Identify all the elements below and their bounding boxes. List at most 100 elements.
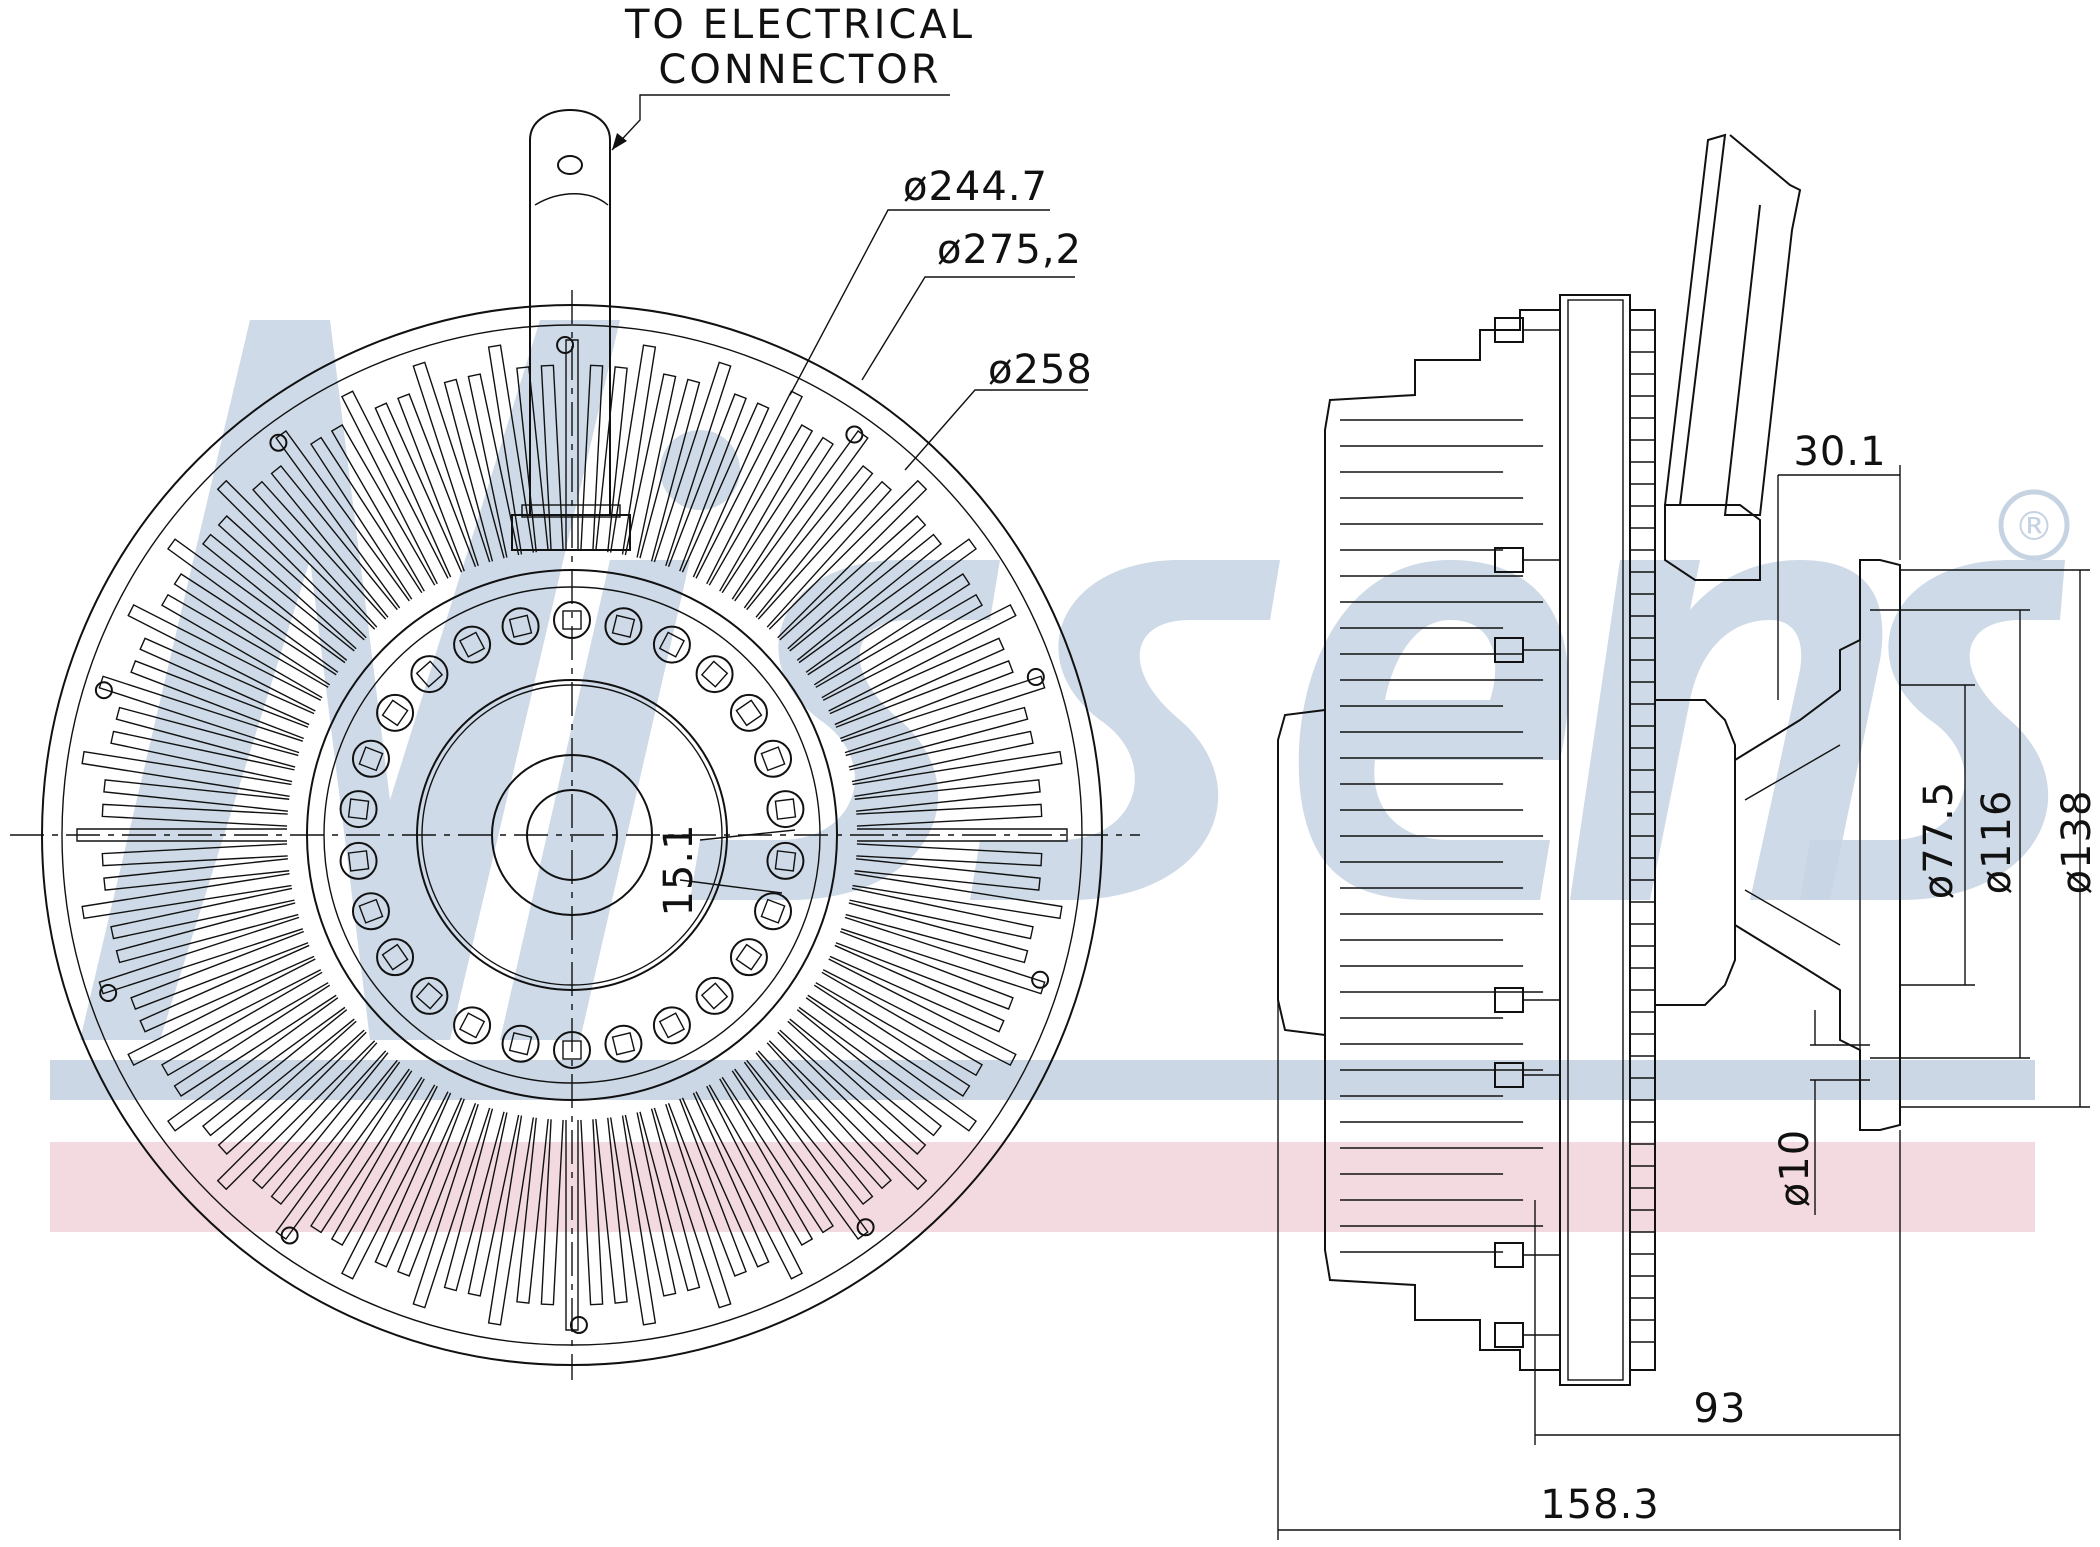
fin [310, 1070, 423, 1234]
registered-trademark-icon: ® [1998, 489, 2070, 561]
fin [849, 887, 1034, 940]
fin [443, 1108, 505, 1292]
fin [217, 515, 365, 650]
electrical-connector [511, 109, 631, 551]
mounting-hole [269, 433, 288, 452]
fin [310, 436, 423, 600]
fin [789, 1009, 943, 1137]
fin [708, 424, 814, 592]
fin [721, 1070, 834, 1234]
front-view: TO ELECTRICAL CONNECTOR ø244.7 ø275,2 ø2… [10, 2, 1140, 1380]
bolt-hex [381, 943, 409, 971]
bolt-hex [774, 798, 797, 820]
fin [852, 750, 1063, 798]
fin [110, 730, 295, 783]
bolt-hex [508, 1032, 533, 1056]
fin [167, 538, 346, 673]
fin [708, 1078, 814, 1246]
fin [854, 858, 1041, 891]
mounting-hole [280, 1226, 299, 1245]
fin [201, 1009, 355, 1137]
mounting-holes [94, 336, 1050, 1334]
dim-len158: 158.3 [1540, 1482, 1660, 1528]
fin [270, 1052, 398, 1206]
fin [746, 1052, 874, 1206]
fin [467, 373, 520, 558]
watermark-red-stripe [50, 1142, 2035, 1232]
cable-left-edge [1663, 133, 1727, 506]
svg-text:®: ® [2014, 504, 2054, 550]
fin [130, 660, 309, 740]
fin [681, 1092, 770, 1268]
fin [667, 393, 747, 572]
fin [397, 393, 477, 572]
fin [746, 464, 874, 618]
fin [829, 944, 1005, 1033]
bolt-hex [700, 660, 729, 688]
fin [217, 1020, 365, 1155]
fin [252, 480, 387, 628]
fin [852, 872, 1063, 920]
fin [139, 944, 315, 1033]
fin [695, 390, 804, 585]
mounting-hole [856, 1218, 875, 1237]
dim-d138: ø138 [2054, 790, 2100, 895]
dim-offset: 15.1 [656, 823, 702, 916]
fin [130, 930, 309, 1010]
fin [167, 997, 346, 1132]
fin [467, 1112, 520, 1297]
fin [270, 464, 398, 618]
side-bolts [1494, 317, 1560, 1348]
fin [595, 1117, 628, 1304]
leader-offset-b [679, 879, 783, 894]
mounting-hole [845, 425, 864, 444]
bolt-head [695, 976, 734, 1015]
fin [639, 1108, 701, 1292]
bolt-head [376, 938, 415, 977]
cooling-fins [76, 339, 1068, 1331]
fin [624, 373, 677, 558]
side-fins [1340, 329, 1655, 1343]
fin [829, 637, 1005, 726]
fin [216, 1031, 376, 1191]
bolt-hex [735, 943, 763, 971]
fin [540, 364, 564, 551]
fin [789, 533, 943, 661]
mounting-hole [569, 1315, 588, 1334]
side-view: 30.1 ø138 ø116 ø77.5 ø10 93 158.3 [1277, 133, 2100, 1540]
fin [835, 930, 1014, 1010]
fin [516, 1117, 549, 1304]
bolt-head [351, 892, 390, 931]
fin [807, 984, 971, 1097]
fin [815, 971, 983, 1077]
bolt-head [376, 693, 415, 732]
fin [667, 1098, 747, 1277]
fin [695, 1085, 804, 1280]
dim-d77: ø77.5 [1916, 781, 1962, 900]
bolt-head [453, 625, 492, 664]
fin [757, 1042, 892, 1190]
fin [609, 344, 657, 555]
mounting-hole [1026, 667, 1045, 686]
fin [580, 364, 604, 551]
bolt-head [339, 790, 378, 829]
bolt-head [410, 976, 449, 1015]
fin [595, 366, 628, 553]
mounting-hole [1031, 970, 1050, 989]
fin [173, 984, 337, 1097]
bolt-hex [347, 798, 370, 820]
fin [103, 779, 290, 812]
fin [412, 1103, 491, 1309]
fin [201, 533, 355, 661]
bolt-circle [339, 601, 805, 1069]
bolt-hex [358, 746, 384, 772]
side-bolt [1494, 1322, 1524, 1348]
bolt-head [695, 655, 734, 694]
bolt-hex [735, 699, 763, 727]
bolt-head [766, 841, 805, 880]
fin [779, 515, 927, 650]
bolt-hex [415, 660, 444, 688]
fin [487, 344, 535, 555]
bolt-head [652, 1006, 691, 1045]
fin [397, 1098, 477, 1277]
